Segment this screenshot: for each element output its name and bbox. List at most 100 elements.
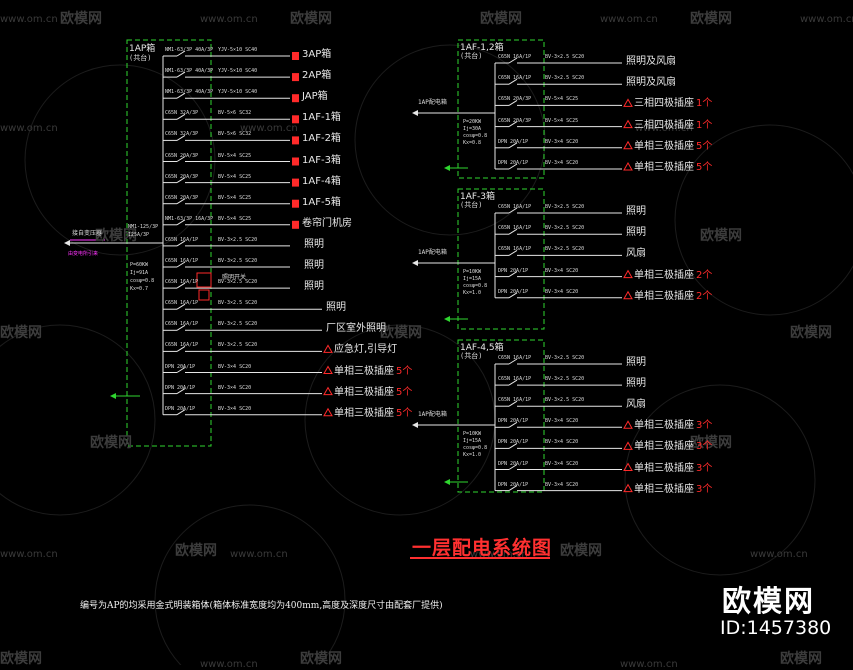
watermark-url: www.om.cn (600, 14, 658, 25)
breaker-tag: C65N 16A/1P (165, 236, 199, 243)
breaker-tag: C65N 16A/1P (498, 246, 532, 253)
panel_1af12-header: 1AF-1,2箱 (460, 43, 504, 53)
breaker-tag: C65N 16A/1P (498, 204, 532, 210)
breaker-blade (508, 207, 518, 214)
pe-arrow-icon (444, 165, 450, 171)
panel-1ap-header: 1AP箱 (129, 44, 156, 54)
breaker-tag: C65N 20A/3P (165, 194, 199, 201)
cable-spec: BV-3×2.5 SC20 (218, 300, 258, 307)
circuit-label: 单相三极插座 (634, 140, 694, 152)
panel_1af12-load-param: P=20KW (463, 119, 482, 125)
breaker-tag: NM1-63/3P 16A/3P (165, 215, 214, 222)
breaker-blade (176, 198, 186, 205)
circuit-count: 3个 (696, 420, 713, 432)
watermark-circle (154, 504, 346, 665)
circuit-label: 卷帘门机房 (302, 217, 352, 229)
circuit-label: 照明 (626, 357, 646, 368)
circuit-label: 单相三极插座 (334, 407, 394, 419)
watermark-text: 欧模网 (60, 11, 102, 27)
breaker-blade (176, 92, 186, 99)
panel_1af3-enclosure (457, 188, 545, 330)
breaker-blade (508, 57, 518, 64)
cable-spec: BV-3×2.5 SC20 (545, 54, 585, 60)
circuit-count: 1个 (696, 98, 713, 110)
circuit-label: 照明及风扇 (626, 56, 676, 67)
distribution-box-icon (292, 157, 299, 166)
watermark-circle (24, 64, 216, 256)
breaker-blade (508, 485, 518, 492)
spare-switch-box (196, 272, 212, 288)
watermark-url: www.om.cn (470, 549, 528, 560)
cable-spec: BV-5×6 SC32 (218, 131, 252, 138)
circuit-label: JAP箱 (302, 91, 328, 103)
cable-spec: BV-3×4 SC20 (545, 481, 579, 488)
cable-spec: BV-3×4 SC20 (545, 267, 579, 274)
watermark-text: 欧模网 (690, 435, 732, 451)
cable-spec: BV-3×2.5 SC20 (545, 355, 585, 361)
watermark-text: 欧模网 (380, 325, 422, 341)
distribution-box-icon (292, 178, 299, 187)
watermark-url: www.om.cn (240, 123, 298, 134)
panel_1af45-source-label: 1AP配电箱 (418, 411, 447, 418)
breaker-blade (508, 121, 518, 128)
distribution-box-icon (292, 199, 299, 208)
breaker-tag: C65N 20A/3P (165, 173, 199, 180)
cable-spec: BV-3×2.5 SC20 (545, 397, 585, 404)
watermark-text: 欧模网 (175, 543, 217, 559)
panel_1af3-source-label: 1AP配电箱 (418, 249, 447, 256)
breaker-blade (508, 292, 518, 299)
breaker-blade (508, 163, 518, 170)
circuit-count: 5个 (396, 407, 413, 419)
circuit-label: 照明 (626, 206, 646, 217)
cable-spec: BV-3×4 SC20 (545, 418, 579, 425)
breaker-blade (508, 421, 518, 428)
breaker-tag: DPN 20A/1P (498, 138, 529, 145)
circuit-label: 1AF-5箱 (302, 196, 341, 208)
cable-spec: BV-3×2.5 SC20 (218, 342, 258, 349)
breaker-blade (508, 99, 518, 106)
breaker-tag: C65N 16A/1P (498, 54, 532, 60)
panel_1af12-load-param: cosφ=0.8 (463, 133, 488, 139)
distribution-box-icon (292, 136, 299, 145)
breaker-blade (508, 271, 518, 278)
pe-arrow-icon (110, 393, 116, 399)
watermark-text: 欧模网 (290, 11, 332, 27)
breaker-tag: C65N 32A/3P (165, 110, 199, 117)
breaker-tag: C65N 32A/3P (165, 131, 199, 138)
panel-1ap-load-param: cosφ=0.8 (130, 278, 155, 284)
panel_1af45-load-param: Kx=1.0 (463, 452, 482, 458)
socket-icon (623, 290, 633, 300)
cable-spec: BV-5×4 SC25 (545, 117, 579, 124)
watermark-circle (624, 384, 816, 576)
brand-id: ID:1457380 (720, 617, 832, 639)
breaker-tag: DPN 20A/1P (498, 460, 529, 467)
breaker-tag: DPN 20A/1P (498, 439, 529, 446)
panel_1af12-source-label: 1AP配电箱 (418, 99, 447, 106)
panel_1af3-subheader: (共台) (460, 201, 483, 209)
breaker-blade (176, 71, 186, 78)
cable-spec: BV-5×4 SC25 (218, 194, 252, 201)
panel_1af12-load-param: Ij=30A (463, 126, 482, 132)
watermark-text: 欧模网 (300, 651, 342, 667)
breaker-tag: C65N 16A/1P (498, 75, 532, 82)
circuit-count: 1个 (696, 119, 713, 131)
panel_1af45-header: 1AF-4,5箱 (460, 343, 504, 353)
panel-1ap-load-param: Kx=0.7 (130, 286, 149, 292)
cable-spec: BV-3×4 SC20 (545, 138, 579, 145)
circuit-label: 单相三极插座 (334, 365, 394, 377)
watermark-text: 欧模网 (690, 11, 732, 27)
watermark-url: www.om.cn (635, 123, 693, 134)
watermark-text: 欧模网 (560, 543, 602, 559)
circuit-label: 单相三极插座 (634, 462, 694, 474)
cable-spec: BV-3×2.5 SC20 (218, 321, 258, 328)
breaker-tag: C65N 16A/1P (165, 300, 199, 307)
breaker-blade (176, 177, 186, 184)
cable-spec: BV-5×4 SC25 (545, 96, 579, 103)
watermark-text: 欧模网 (780, 651, 822, 667)
circuit-label: 风扇 (626, 399, 646, 411)
breaker-blade (508, 249, 518, 256)
brand-logo-text: 欧模网 (722, 584, 816, 618)
circuit-label: 2AP箱 (302, 70, 332, 82)
breaker-blade (176, 50, 186, 57)
panel_1af12-subheader: (共台) (460, 52, 483, 60)
